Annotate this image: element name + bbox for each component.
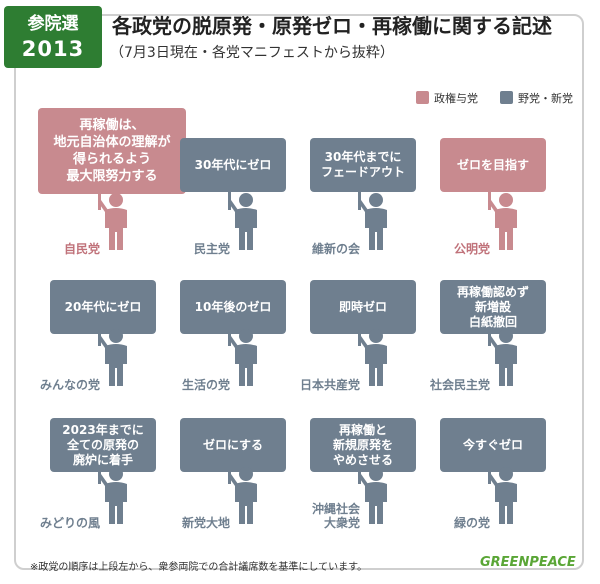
party-sign: 再稼働認めず 新増設 白紙撤回 bbox=[440, 280, 546, 334]
person-icon bbox=[226, 192, 262, 252]
party-name: 新党大地 bbox=[181, 516, 230, 530]
party-sign: ゼロを目指す bbox=[440, 138, 546, 192]
page-subtitle: （7月3日現在・各党マニフェストから抜粋） bbox=[110, 45, 394, 61]
badge-label: 参院選 bbox=[27, 14, 79, 34]
badge-year: 2013 bbox=[21, 37, 85, 61]
party-sign: 10年後のゼロ bbox=[180, 280, 286, 334]
party-name: 日本共産党 bbox=[299, 378, 360, 392]
person-icon bbox=[486, 466, 522, 526]
legend-swatch-ruling bbox=[416, 91, 429, 104]
party-sign: 再稼働と 新規原発を やめさせる bbox=[310, 418, 416, 472]
party-sign: 再稼働は、 地元自治体の理解が 得られるよう 最大限努力する bbox=[38, 108, 186, 194]
party-sign: 30年代までに フェードアウト bbox=[310, 138, 416, 192]
party-name: 生活の党 bbox=[181, 378, 230, 392]
footnote: ※政党の順序は上段左から、衆参両院での合計議席数を基準にしています。 bbox=[30, 562, 368, 573]
party-name: 緑の党 bbox=[453, 516, 490, 530]
person-icon bbox=[226, 466, 262, 526]
person-icon bbox=[356, 466, 392, 526]
person-icon bbox=[226, 328, 262, 388]
person-icon bbox=[96, 328, 132, 388]
person-icon bbox=[356, 192, 392, 252]
person-icon bbox=[356, 328, 392, 388]
party-name: 維新の会 bbox=[311, 242, 360, 256]
person-icon bbox=[96, 192, 132, 252]
election-badge: 参院選 2013 bbox=[4, 6, 102, 68]
party-name: 民主党 bbox=[193, 242, 230, 256]
party-sign: 今すぐゼロ bbox=[440, 418, 546, 472]
person-icon bbox=[486, 328, 522, 388]
party-name: みどりの風 bbox=[39, 516, 100, 530]
party-sign: 2023年までに 全ての原発の 廃炉に着手 bbox=[50, 418, 156, 472]
party-name: みんなの党 bbox=[39, 378, 100, 392]
legend-swatch-opposition bbox=[500, 91, 513, 104]
page-title: 各政党の脱原発・原発ゼロ・再稼働に関する記述 bbox=[112, 14, 552, 38]
party-sign: 30年代にゼロ bbox=[180, 138, 286, 192]
legend-label-opposition: 野党・新党 bbox=[518, 92, 573, 105]
person-icon bbox=[486, 192, 522, 252]
legend: 政権与党 野党・新党 bbox=[0, 88, 600, 108]
party-name: 自民党 bbox=[63, 242, 100, 256]
party-sign: 即時ゼロ bbox=[310, 280, 416, 334]
party-sign: ゼロにする bbox=[180, 418, 286, 472]
party-sign: 20年代にゼロ bbox=[50, 280, 156, 334]
party-name: 社会民主党 bbox=[429, 378, 490, 392]
legend-label-ruling: 政権与党 bbox=[434, 92, 478, 105]
person-icon bbox=[96, 466, 132, 526]
party-name: 公明党 bbox=[453, 242, 490, 256]
greenpeace-logo: GREENPEACE bbox=[480, 555, 576, 570]
party-name: 沖縄社会 大衆党 bbox=[311, 502, 360, 530]
